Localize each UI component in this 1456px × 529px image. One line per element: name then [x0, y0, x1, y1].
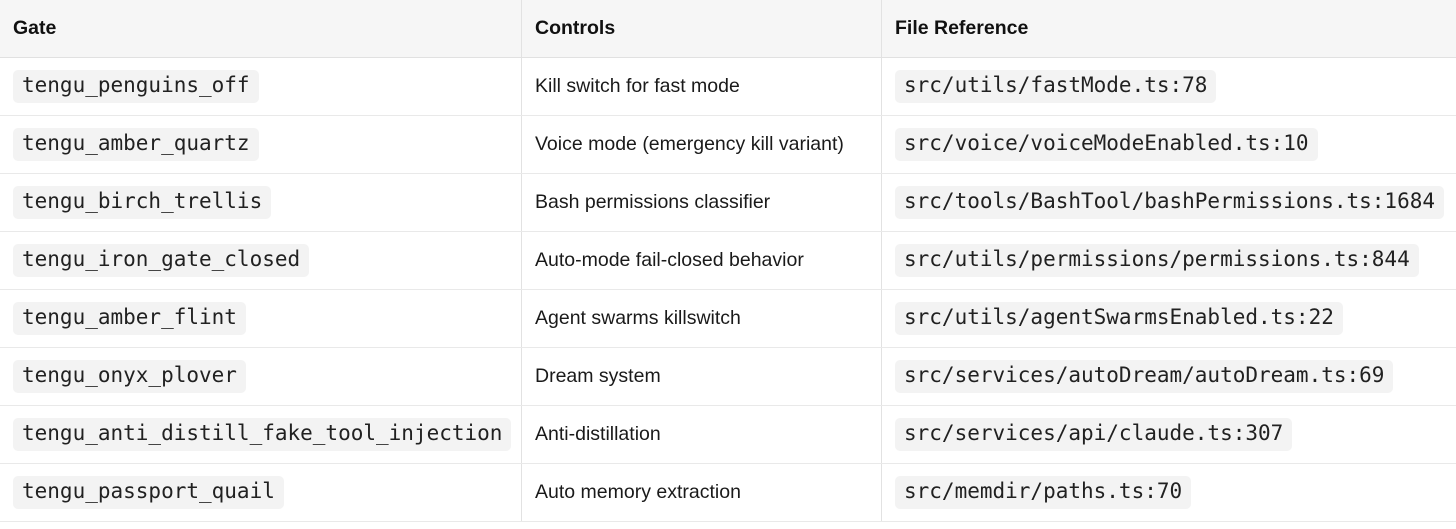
table-row: tengu_penguins_off Kill switch for fast …: [0, 58, 1456, 116]
file-reference-code-pill: src/voice/voiceModeEnabled.ts:10: [895, 128, 1318, 161]
column-header-controls: Controls: [522, 0, 882, 57]
gate-cell: tengu_amber_quartz: [0, 116, 522, 173]
file-reference-code-pill: src/utils/permissions/permissions.ts:844: [895, 244, 1419, 277]
gate-code-pill: tengu_penguins_off: [13, 70, 259, 103]
gate-cell: tengu_birch_trellis: [0, 174, 522, 231]
file-reference-code-pill: src/utils/agentSwarmsEnabled.ts:22: [895, 302, 1343, 335]
table-row: tengu_amber_flint Agent swarms killswitc…: [0, 290, 1456, 348]
gate-code-pill: tengu_birch_trellis: [13, 186, 272, 219]
table-row: tengu_amber_quartz Voice mode (emergency…: [0, 116, 1456, 174]
gate-cell: tengu_amber_flint: [0, 290, 522, 347]
file-reference-cell: src/utils/fastMode.ts:78: [882, 58, 1456, 115]
controls-cell: Auto memory extraction: [522, 464, 882, 521]
gate-code-pill: tengu_iron_gate_closed: [13, 244, 310, 277]
controls-cell: Kill switch for fast mode: [522, 58, 882, 115]
table-header-row: Gate Controls File Reference: [0, 0, 1456, 58]
controls-cell: Bash permissions classifier: [522, 174, 882, 231]
column-header-gate: Gate: [0, 0, 522, 57]
file-reference-cell: src/utils/permissions/permissions.ts:844: [882, 232, 1456, 289]
file-reference-code-pill: src/services/api/claude.ts:307: [895, 418, 1293, 451]
gate-code-pill: tengu_amber_flint: [13, 302, 246, 335]
gate-code-pill: tengu_amber_quartz: [13, 128, 259, 161]
controls-cell: Agent swarms killswitch: [522, 290, 882, 347]
file-reference-cell: src/services/api/claude.ts:307: [882, 406, 1456, 463]
controls-cell: Dream system: [522, 348, 882, 405]
column-header-file-reference: File Reference: [895, 17, 1029, 39]
gate-code-pill: tengu_passport_quail: [13, 476, 284, 509]
file-reference-code-pill: src/utils/fastMode.ts:78: [895, 70, 1217, 103]
file-reference-cell: src/tools/BashTool/bashPermissions.ts:16…: [882, 174, 1456, 231]
file-reference-code-pill: src/services/autoDream/autoDream.ts:69: [895, 360, 1394, 393]
table-row: tengu_anti_distill_fake_tool_injection A…: [0, 406, 1456, 464]
gate-code-pill: tengu_onyx_plover: [13, 360, 246, 393]
table-row: tengu_onyx_plover Dream system src/servi…: [0, 348, 1456, 406]
file-reference-cell: src/services/autoDream/autoDream.ts:69: [882, 348, 1456, 405]
gate-cell: tengu_passport_quail: [0, 464, 522, 521]
controls-cell: Voice mode (emergency kill variant): [522, 116, 882, 173]
file-reference-code-pill: src/tools/BashTool/bashPermissions.ts:16…: [895, 186, 1445, 219]
gate-code-pill: tengu_anti_distill_fake_tool_injection: [13, 418, 512, 451]
file-reference-cell: src/memdir/paths.ts:70: [882, 464, 1456, 521]
table-row: tengu_passport_quail Auto memory extract…: [0, 464, 1456, 522]
gate-cell: tengu_penguins_off: [0, 58, 522, 115]
controls-cell: Anti-distillation: [522, 406, 882, 463]
table-row: tengu_birch_trellis Bash permissions cla…: [0, 174, 1456, 232]
table-row: tengu_iron_gate_closed Auto-mode fail-cl…: [0, 232, 1456, 290]
file-reference-code-pill: src/memdir/paths.ts:70: [895, 476, 1192, 509]
file-reference-cell: src/voice/voiceModeEnabled.ts:10: [882, 116, 1456, 173]
controls-cell: Auto-mode fail-closed behavior: [522, 232, 882, 289]
gate-cell: tengu_onyx_plover: [0, 348, 522, 405]
gate-cell: tengu_iron_gate_closed: [0, 232, 522, 289]
gate-cell: tengu_anti_distill_fake_tool_injection: [0, 406, 522, 463]
file-reference-cell: src/utils/agentSwarmsEnabled.ts:22: [882, 290, 1456, 347]
